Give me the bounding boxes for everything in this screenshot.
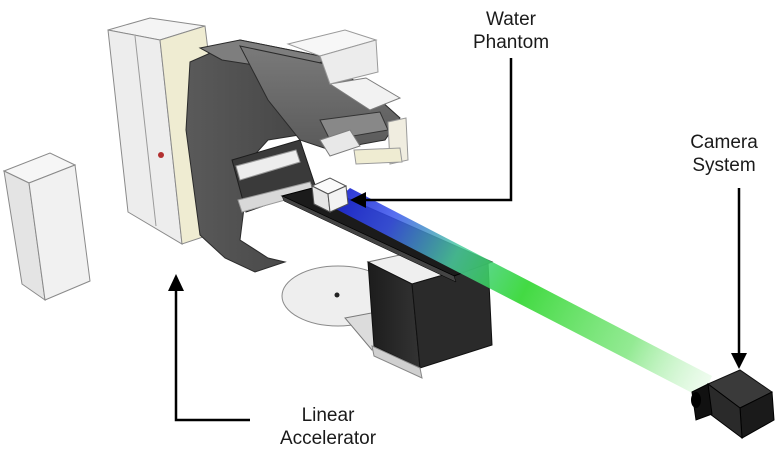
camera-icon — [691, 369, 775, 440]
label-linear-accelerator-line1: Linear — [301, 405, 355, 426]
beam — [330, 188, 712, 398]
arrow-linear-accelerator — [174, 290, 250, 422]
imaging-panels — [286, 29, 409, 165]
arrow-head-camera-system — [731, 353, 747, 369]
arrow-head-water-phantom — [350, 192, 366, 208]
water-phantom-cube — [310, 177, 349, 213]
label-water-phantom: Water Phantom — [456, 8, 566, 54]
label-water-phantom-line1: Water — [486, 9, 536, 30]
label-linear-accelerator: Linear Accelerator — [258, 404, 398, 450]
left-cabinet — [2, 152, 91, 302]
indicator-light-icon — [158, 152, 164, 158]
label-water-phantom-line2: Phantom — [472, 32, 550, 53]
label-camera-system-line2: System — [692, 155, 756, 176]
label-camera-system: Camera System — [674, 131, 774, 177]
label-camera-system-line1: Camera — [690, 132, 758, 153]
arrow-head-linear-accelerator — [168, 274, 184, 291]
label-linear-accelerator-line2: Accelerator — [279, 428, 377, 449]
arrow-water-phantom — [365, 58, 513, 202]
